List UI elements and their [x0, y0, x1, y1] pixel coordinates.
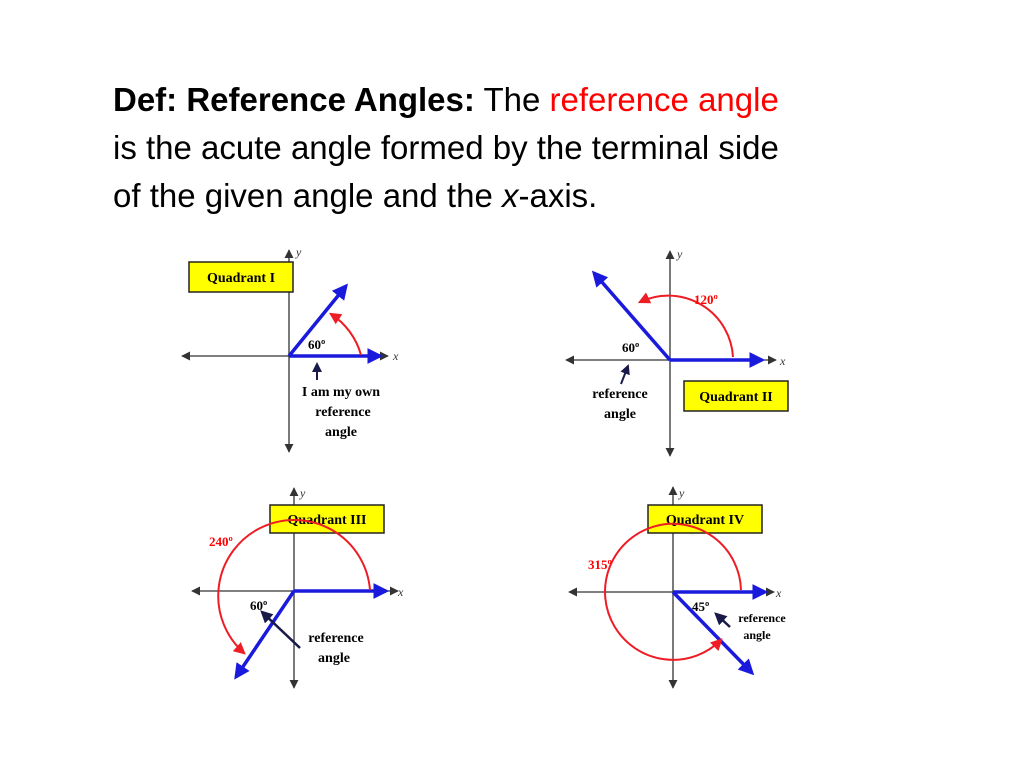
definition-variable: x: [501, 177, 519, 214]
definition-line-3: of the given angle and the x-axis.: [113, 172, 933, 220]
terminal-side: [287, 283, 348, 358]
angle-label: 120º: [694, 292, 718, 307]
note-line-1: I am my own: [302, 385, 380, 400]
quadrant-label-box: [683, 380, 789, 412]
quadrant-label: Quadrant I: [207, 271, 275, 286]
y-axis-label: y: [678, 486, 685, 500]
y-axis-label: y: [295, 245, 302, 259]
terminal-side: [234, 590, 296, 680]
x-axis-label: x: [775, 586, 782, 600]
diagram-quadrant-2: x y 120º 60º reference angle Quadrant II: [565, 247, 789, 457]
pointer-arrow: [714, 612, 731, 628]
note-line-1: reference: [738, 611, 786, 625]
definition-text: Def: Reference Angles: The reference ang…: [113, 76, 933, 220]
x-axis-label: x: [392, 349, 399, 363]
reference-angle-label: 60º: [250, 598, 267, 613]
note-line-2: angle: [318, 651, 350, 666]
note-line-2: angle: [743, 628, 771, 642]
definition-line-1: Def: Reference Angles: The reference ang…: [113, 76, 933, 124]
y-axis-label: y: [676, 247, 683, 261]
note-line-2: angle: [604, 407, 636, 422]
x-axis-label: x: [397, 585, 404, 599]
quadrant-label: Quadrant III: [288, 513, 367, 528]
angle-arc: [328, 312, 362, 356]
angle-label: 60º: [308, 337, 325, 352]
reference-angle-label: 60º: [622, 340, 639, 355]
note-line-1: reference: [308, 631, 363, 646]
diagram-quadrant-1: x y Quadrant I 60º I am my own reference…: [181, 245, 399, 453]
pointer-arrow: [620, 364, 630, 385]
definition-highlight: reference angle: [549, 81, 779, 118]
terminal-side: [671, 590, 755, 676]
definition-term: Def: Reference Angles:: [113, 81, 475, 118]
angle-label: 240º: [209, 534, 233, 549]
angle-label: 315º: [588, 557, 612, 572]
terminal-side: [591, 270, 672, 362]
note-line-3: angle: [325, 425, 357, 440]
quadrant-label: Quadrant II: [699, 390, 773, 405]
quadrant-label: Quadrant IV: [666, 513, 744, 528]
note-line-1: reference: [592, 387, 647, 402]
diagram-quadrant-4: x y Quadrant IV 315º 45º reference angle: [568, 486, 786, 689]
quadrant-label-box: [647, 504, 763, 534]
definition-line-3-prefix: of the given angle and the: [113, 177, 493, 214]
pointer-arrow: [260, 610, 301, 649]
angle-arc: [604, 522, 742, 661]
y-axis-label: y: [299, 486, 306, 500]
x-axis-label: x: [779, 354, 786, 368]
definition-line-3-suffix: -axis.: [518, 177, 598, 214]
definition-line-2: is the acute angle formed by the termina…: [113, 129, 779, 166]
quadrant-label-box: [188, 261, 294, 293]
diagram-quadrant-3: x y Quadrant III 240º 60º reference angl…: [191, 486, 404, 689]
angle-arc: [217, 519, 371, 655]
note-line-2: reference: [315, 405, 370, 420]
reference-angle-label: 45º: [692, 599, 709, 614]
definition-lead: The: [483, 81, 541, 118]
angle-arc: [637, 292, 734, 358]
